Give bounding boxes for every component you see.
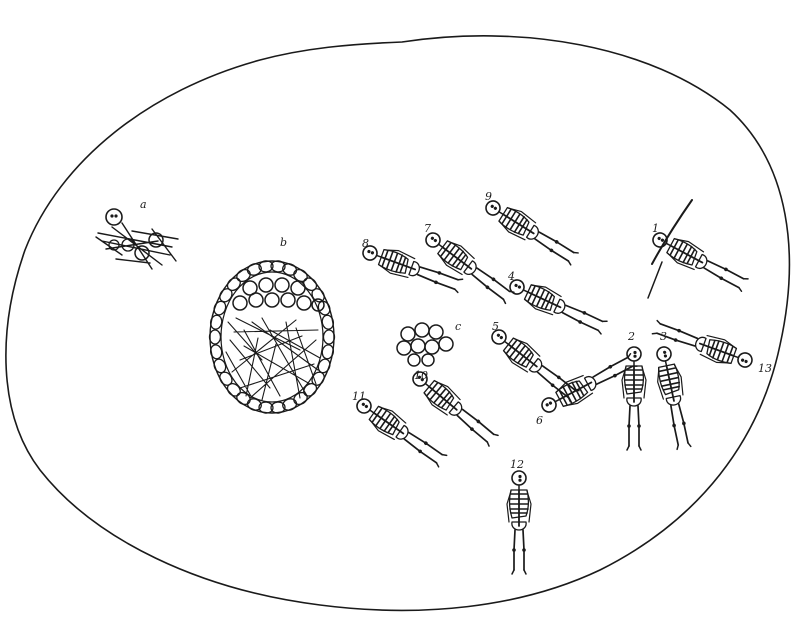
label-12: 12 [510,458,524,471]
skeleton-8 [359,239,464,297]
skeleton-12 [507,471,531,574]
ring-stone [225,381,243,399]
label-6: 6 [536,414,543,427]
label-9: 9 [485,190,492,203]
skull-cluster-c [397,323,453,366]
label-5: 5 [492,320,499,333]
label-b: b [280,236,287,249]
ring-stone [324,330,335,344]
skeleton-5 [486,323,582,405]
skeleton-9 [481,194,581,269]
label-a: a [140,198,147,211]
stone-ring-b [209,260,334,414]
bone-cluster-a [96,209,178,269]
label-c: c [455,320,461,333]
skeleton-7 [420,226,517,307]
ring-stone [225,275,243,293]
ring-stone [210,330,221,344]
label-8: 8 [362,237,369,250]
long-bone-heap [226,318,320,400]
skeleton-4 [506,273,609,338]
skeleton-1 [648,226,750,296]
label-10: 10 [414,369,428,382]
label-1: 1 [652,222,659,235]
skeleton-3 [651,345,696,451]
label-3: 3 [660,330,667,343]
ring-stone [235,390,253,407]
label-11: 11 [352,390,366,403]
label-2: 2 [627,330,635,343]
label-7: 7 [424,222,431,235]
label-4: 4 [507,270,515,283]
label-13: 13 [758,362,772,375]
pit-outline [6,36,789,611]
ring-stone [292,390,310,407]
skeleton-2 [622,347,646,450]
